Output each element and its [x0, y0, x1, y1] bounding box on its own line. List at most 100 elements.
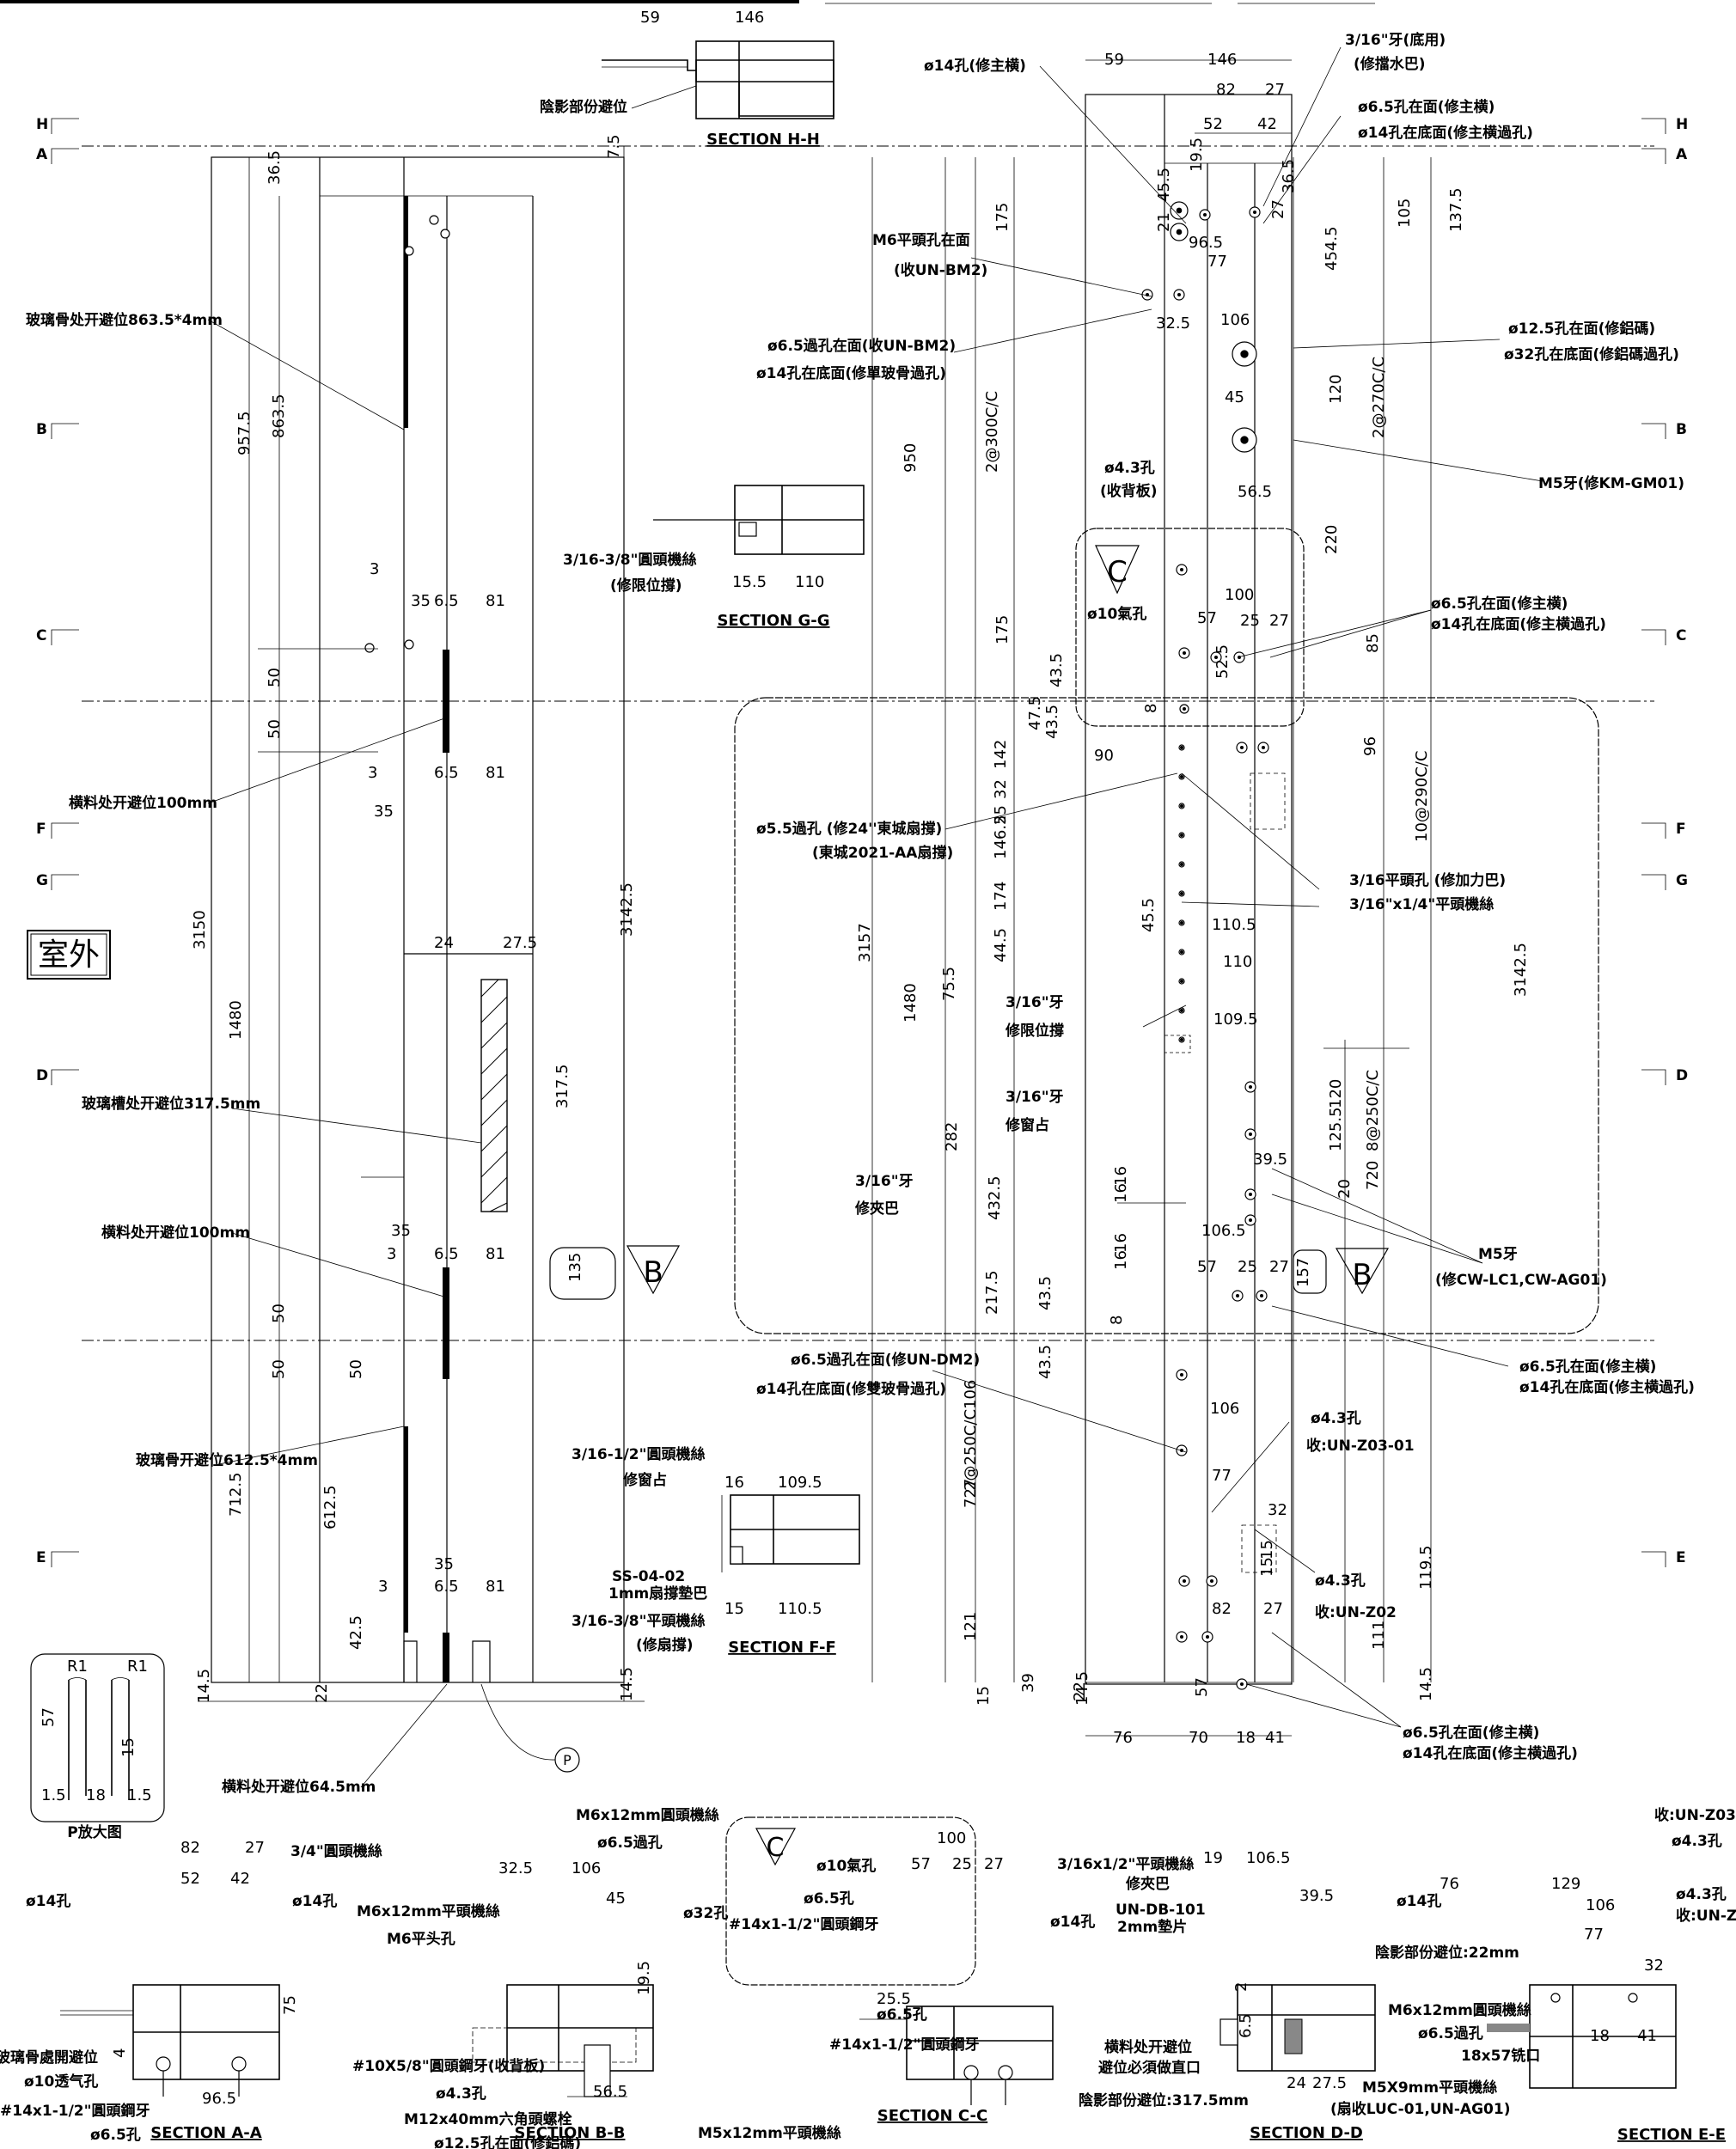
section-ff-title: SECTION F-F: [728, 1639, 836, 1657]
main-h-dim-5: 16: [1112, 1166, 1130, 1186]
main-top-dim-2: 82: [1216, 81, 1236, 99]
hole-center: [1236, 1294, 1239, 1297]
left-dim-14: 1480: [227, 1000, 245, 1040]
left-dim-0: 36.5: [266, 150, 284, 185]
main-v-dim-19: 43.5: [1036, 1276, 1054, 1310]
main-v-dim-27: 22: [1071, 1682, 1089, 1701]
hole-center: [1180, 950, 1183, 954]
main-note-11: M5牙(修KM-GM01): [1538, 474, 1684, 492]
section-ee-title: SECTION E-E: [1617, 2126, 1726, 2144]
section-mark-right-C: C: [1676, 627, 1686, 644]
main-v-dim-28: 14.5: [1073, 1671, 1091, 1706]
main-note-26: 修夾巴: [854, 1200, 899, 1218]
main-v-dim-15: 75.5: [940, 967, 958, 1001]
main-v-dim-23: 2@250C/C: [962, 1409, 980, 1491]
hole-center: [1180, 1038, 1183, 1041]
main-h-dim-1: 45.5: [1140, 898, 1158, 932]
main-note-5: M6平頭孔在面: [872, 231, 970, 249]
section-mark-arrow: [51, 1069, 79, 1085]
main-v-dim-33: 2@270C/C: [1370, 357, 1388, 438]
main-note-21: 3/16"牙: [1006, 994, 1064, 1011]
left-note-3: 横料处开避位100mm: [101, 1224, 250, 1242]
bb-dim-2: 45: [606, 1890, 626, 1908]
main-v-dim-26: 39: [1019, 1673, 1037, 1693]
main-h-dim-6: 16: [1112, 1183, 1130, 1203]
ff-dim-2: 109.5: [778, 1474, 822, 1492]
main-v-dim-43: 20: [1336, 1179, 1354, 1199]
main-top-dim-9: 36.5: [1280, 159, 1298, 193]
section-mark-arrow: [51, 118, 79, 134]
aa-note-1: 3/4"圓頭機絲: [290, 1842, 382, 1860]
hole-center: [1249, 1132, 1252, 1136]
cc-note-2: #14x1-1/2"圓頭鋼牙: [729, 1915, 878, 1933]
main-h-dim-0: 90: [1094, 747, 1114, 765]
cc-dim-3: 27: [984, 1855, 1004, 1873]
main-note-6: (收UN-BM2): [894, 261, 987, 279]
main-note-33: ø4.3孔: [1311, 1410, 1361, 1427]
main-v-dim-12: 44.5: [992, 928, 1010, 962]
ff-dim-4: 110.5: [778, 1600, 822, 1618]
bb-dim-1: 106: [572, 1859, 601, 1877]
main-v-dim-10: 146.5: [992, 815, 1010, 859]
main-top-dim-6: 19.5: [1188, 137, 1206, 172]
main-note-14: ø10氣孔: [1087, 605, 1146, 623]
main-note-29: ø6.5過孔在面(修UN-DM2): [791, 1351, 980, 1369]
main-note-17: ø5.5過孔 (修24''東城扇撐): [756, 820, 942, 838]
main-v-dim-8: 32: [992, 779, 1010, 799]
section-mark-left-A: A: [36, 146, 48, 163]
section-hh-title: SECTION H-H: [706, 131, 820, 149]
ee-note-0: 收:UN-Z03-01: [1654, 1806, 1736, 1824]
hole-center: [1180, 804, 1183, 808]
main-note-1: 3/16"牙(底用): [1345, 31, 1446, 49]
main-v-dim-9: 25: [992, 805, 1010, 825]
left-dim-3: 3: [370, 560, 379, 578]
main-top-dim-7: 21: [1155, 212, 1173, 232]
section-mark-left-F: F: [36, 821, 46, 838]
dd-dim-1: 106.5: [1246, 1849, 1291, 1867]
section-bb-title: SECTION B-B: [515, 2124, 626, 2142]
main-h-dim-17: 77: [1212, 1467, 1232, 1485]
cc-dim-0: 100: [937, 1829, 966, 1847]
main-v-dim-45: 111: [1370, 1621, 1388, 1650]
aa-dim-4: 75: [281, 1995, 299, 2015]
p-dim-4: 1.5: [41, 1786, 66, 1804]
main-h-dim-23: 57: [1193, 1677, 1211, 1697]
main-top-dim-3: 27: [1265, 81, 1285, 99]
section-mark-left-G: G: [36, 872, 48, 889]
main-v-dim-4: 43.5: [1048, 653, 1066, 687]
ff-dim-3: 15: [724, 1600, 744, 1618]
left-note-4: 玻璃骨开避位612.5*4mm: [136, 1451, 318, 1469]
main-v-dim-17: 432.5: [986, 1175, 1004, 1220]
section-ff-profile: [721, 1494, 860, 1572]
hole-center: [1183, 651, 1186, 655]
hh-dim-59: 59: [640, 9, 660, 27]
bb-note-2: M6x12mm平頭機絲: [357, 1902, 500, 1920]
dd-note-6: 陰影部份避位:317.5mm: [1079, 2091, 1249, 2109]
bb-note-4: ø32孔: [683, 1905, 728, 1922]
dd-note-7: M5X9mm平頭機絲: [1362, 2079, 1497, 2097]
left-dim-7: 50: [266, 668, 284, 687]
left-dim-33: 14.5: [195, 1669, 213, 1703]
hole-center: [1180, 1635, 1183, 1639]
section-mark-arrow: [1641, 423, 1666, 439]
main-top-dim-5: 42: [1257, 115, 1277, 133]
main-v-dim-3: 175: [993, 615, 1012, 644]
left-dim-37: 135: [566, 1253, 584, 1282]
main-v-dim-6: 43.5: [1043, 705, 1061, 739]
bb-note-8: ø12.5孔在面(修鋁碼): [434, 2134, 581, 2149]
main-v-dim-5: 47.5: [1026, 696, 1044, 730]
bb-note-1: ø6.5過孔: [597, 1835, 663, 1852]
main-top-dim-13: 32.5: [1156, 314, 1190, 333]
main-note-25: 3/16"牙: [855, 1173, 914, 1190]
left-elevation: [198, 146, 681, 1788]
callout-b-left: B: [643, 1255, 663, 1290]
main-v-dim-38: 3142.5: [1512, 943, 1530, 997]
left-dim-28: 3: [378, 1578, 388, 1596]
left-dim-19: 3: [387, 1245, 396, 1263]
left-dim-6: 81: [486, 592, 505, 610]
section-hh-profile: [602, 40, 834, 119]
gg-note1: 3/16-3/8"圓頭機絲: [563, 551, 696, 569]
hh-note: 陰影部份避位: [540, 98, 627, 116]
main-v-dim-7: 142: [992, 740, 1010, 769]
